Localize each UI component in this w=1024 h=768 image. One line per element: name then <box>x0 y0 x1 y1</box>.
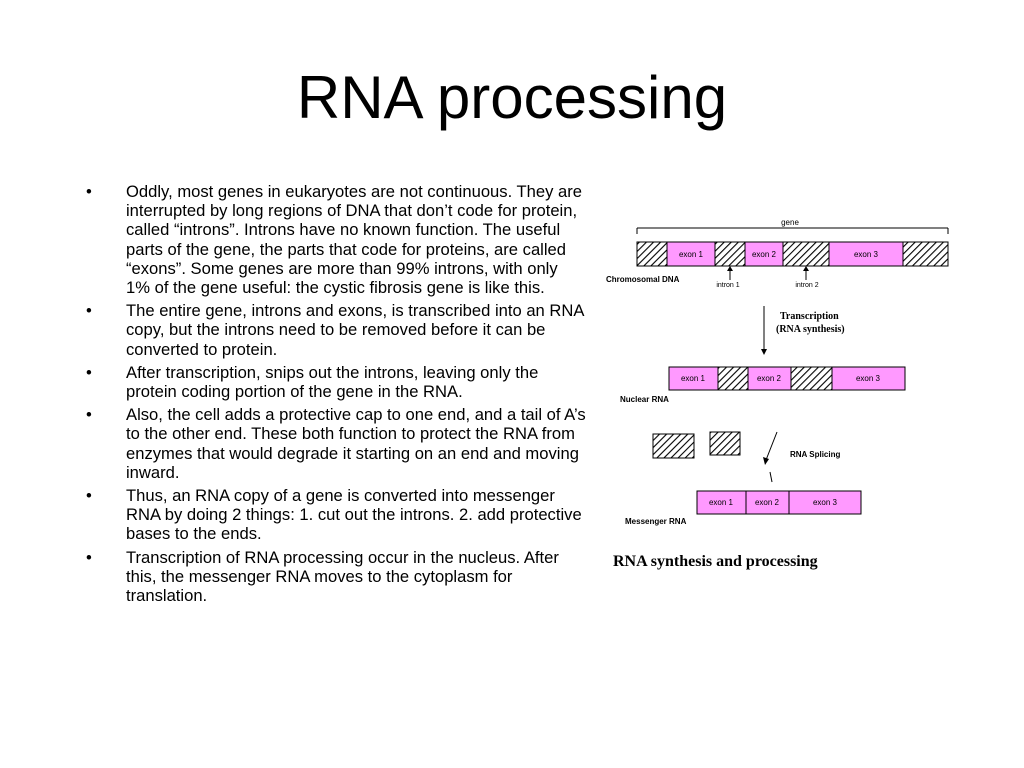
bullet-text: Transcription of RNA processing occur in… <box>126 547 559 606</box>
rna-synthesis-label: (RNA synthesis) <box>776 324 845 335</box>
dna-exon-3 <box>828 241 904 267</box>
gene-label: gene <box>781 218 799 227</box>
transcription-label: Transcription <box>780 311 839 322</box>
bullet-dot: • <box>86 362 92 382</box>
bullet-item: • The entire gene, introns and exons, is … <box>86 301 586 359</box>
bullet-item: • Also, the cell adds a protective cap to… <box>86 405 586 482</box>
intron-1-arrow <box>727 266 733 280</box>
bullet-text: After transcription, snips out the intro… <box>126 362 539 402</box>
dna-flank-left <box>636 241 668 267</box>
dna-exon-1-label: exon 1 <box>679 250 704 259</box>
bullet-dot: • <box>86 405 92 425</box>
bullet-item: • Transcription of RNA processing occur i… <box>86 548 586 606</box>
splicing-arrow <box>763 431 778 483</box>
bullet-text: Thus, an RNA copy of a gene is converted… <box>126 486 582 544</box>
spliced-intron-1 <box>652 433 695 459</box>
rna-processing-diagram: gene exon 1 exon 2 exon 3 Chromosomal DN… <box>606 218 949 570</box>
gene-bracket <box>636 227 949 234</box>
diagram-caption: RNA synthesis and processing <box>613 553 818 570</box>
chromosomal-dna-label: Chromosomal DNA <box>606 275 680 284</box>
nuclear-intron-1 <box>717 366 749 391</box>
nuclear-rna-strip <box>668 366 906 391</box>
mrna-exon-1-label: exon 1 <box>709 498 734 507</box>
mrna-exon-2-label: exon 2 <box>755 498 780 507</box>
dna-flank-right <box>902 241 949 267</box>
bullet-item: • After transcription, snips out the intr… <box>86 363 586 401</box>
dna-exon-1 <box>666 241 716 267</box>
nuclear-exon-2-label: exon 2 <box>757 374 782 383</box>
intron-2-arrow <box>803 266 809 280</box>
dna-intron-2 <box>782 241 830 267</box>
nuclear-exon-1-label: exon 1 <box>681 374 706 383</box>
dna-exon-3-label: exon 3 <box>854 250 879 259</box>
dna-exon-2-label: exon 2 <box>752 250 777 259</box>
dna-exon-2 <box>744 241 784 267</box>
bullet-text: Oddly, most genes in eukaryotes are not … <box>126 182 582 298</box>
bullet-item: • Thus, an RNA copy of a gene is converte… <box>86 486 586 544</box>
chromosomal-dna-strip <box>636 241 949 267</box>
nuclear-exon-3 <box>831 366 906 391</box>
bullet-text: The entire gene, introns and exons, is t… <box>126 301 584 359</box>
bullet-dot: • <box>86 486 92 506</box>
spliced-intron-2 <box>709 431 741 456</box>
nuclear-rna-label: Nuclear RNA <box>620 395 669 404</box>
messenger-rna-strip <box>696 490 862 515</box>
bullet-text: Also, the cell adds a protective cap to … <box>126 405 586 482</box>
nuclear-intron-2 <box>790 366 833 391</box>
bullet-dot: • <box>86 301 92 321</box>
slide-title: RNA processing <box>296 64 728 131</box>
mrna-exon-3-label: exon 3 <box>813 498 838 507</box>
dna-intron-1 <box>714 241 746 267</box>
messenger-rna-label: Messenger RNA <box>625 517 687 526</box>
mrna-exon-3 <box>788 490 862 515</box>
intron-1-label: intron 1 <box>716 282 739 289</box>
bullet-item: • Oddly, most genes in eukaryotes are not… <box>86 182 586 297</box>
nuclear-exon-3-label: exon 3 <box>856 374 881 383</box>
intron-2-label: intron 2 <box>795 282 818 289</box>
bullet-dot: • <box>86 182 92 201</box>
transcription-arrow <box>761 306 767 355</box>
bullet-dot: • <box>86 547 92 567</box>
splicing-label: RNA Splicing <box>790 450 840 459</box>
bullet-list: • Oddly, most genes in eukaryotes are not… <box>86 182 586 609</box>
